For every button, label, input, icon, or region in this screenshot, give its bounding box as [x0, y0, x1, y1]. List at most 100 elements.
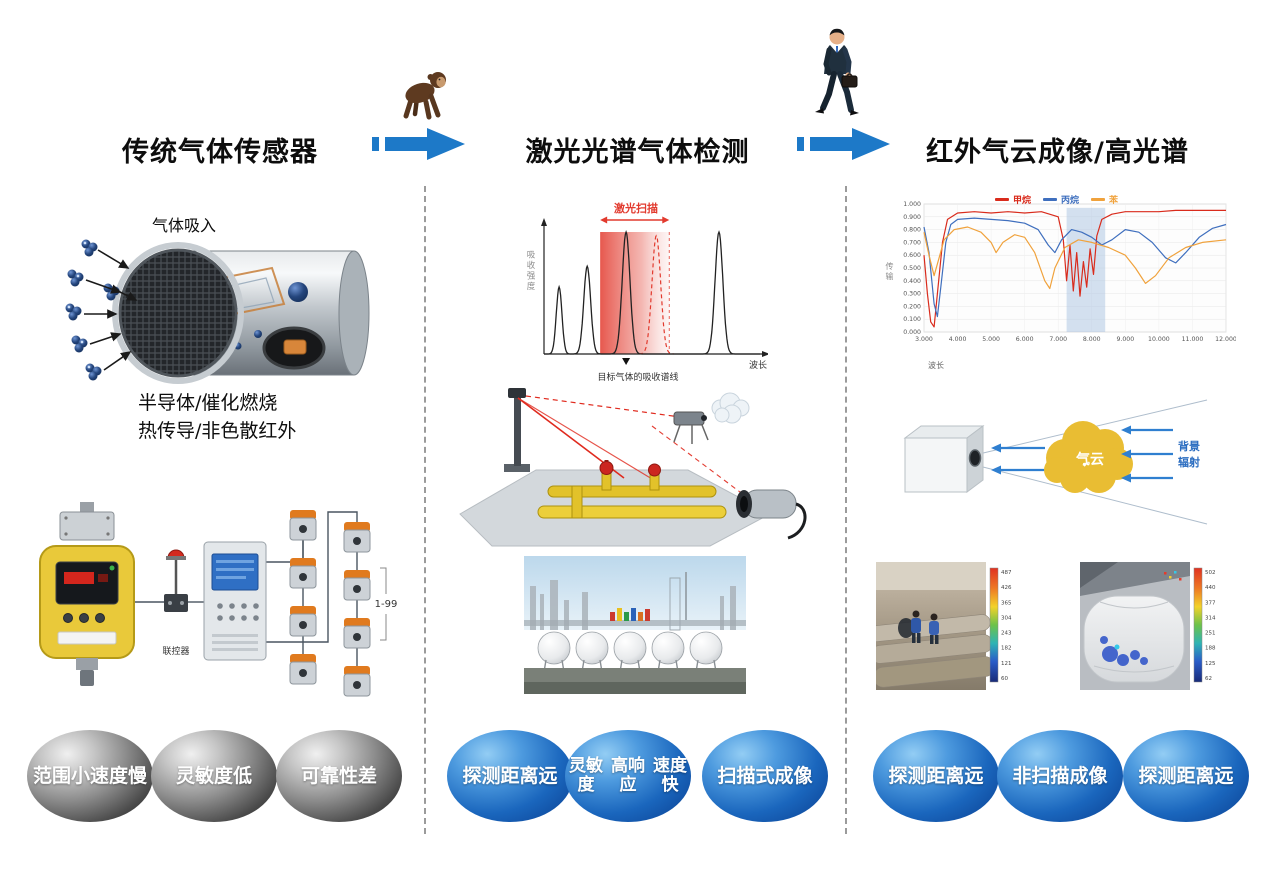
- worker-1: [911, 610, 921, 643]
- internal-element: [283, 339, 307, 355]
- background-radiation-label-line2: 辐射: [1178, 455, 1200, 469]
- control-panel: [203, 541, 267, 661]
- advantage-bubble: 灵敏度高响应速度快: [565, 730, 691, 822]
- svg-text:0.300: 0.300: [903, 291, 921, 298]
- svg-text:502: 502: [1205, 570, 1216, 576]
- svg-text:0.500: 0.500: [903, 265, 921, 272]
- svg-text:6.000: 6.000: [1016, 336, 1034, 343]
- arrow-stripe: [797, 137, 804, 151]
- panel-screen: [211, 553, 259, 591]
- legend-item: 苯: [1091, 193, 1118, 206]
- chart-legend: 甲烷 丙烷 苯: [995, 193, 1118, 206]
- camera-cable: [787, 502, 807, 540]
- laser-pole: [504, 388, 530, 472]
- svg-text:0.400: 0.400: [903, 278, 921, 285]
- advantage-bubble: 探测距离远: [1123, 730, 1249, 822]
- sensor-cylinder: [112, 242, 370, 384]
- gas-molecules: [65, 239, 120, 381]
- svg-text:9.000: 9.000: [1116, 336, 1134, 343]
- transmission-axis-label: 传输: [885, 262, 894, 282]
- legend-label: 苯: [1109, 196, 1119, 206]
- foreground: [524, 682, 746, 694]
- briefcase: [841, 75, 858, 88]
- svg-text:62: 62: [1205, 676, 1212, 682]
- pipes: [537, 460, 727, 519]
- svg-text:243: 243: [1001, 631, 1012, 637]
- svg-text:121: 121: [1001, 661, 1012, 667]
- valve: [648, 463, 661, 477]
- legend-label: 丙烷: [1061, 196, 1080, 206]
- svg-text:0.100: 0.100: [903, 316, 921, 323]
- gas-cloud-label: 气云: [1075, 451, 1104, 468]
- svg-text:12.000: 12.000: [1215, 336, 1236, 343]
- svg-text:440: 440: [1205, 585, 1216, 591]
- arrow-body: [385, 137, 427, 151]
- spherical-tanks: [537, 631, 723, 673]
- right-arrow-icon: [372, 128, 465, 160]
- temperature-colorbar: [989, 567, 999, 683]
- svg-text:251: 251: [1205, 631, 1216, 637]
- legend-item: 甲烷: [995, 193, 1031, 206]
- svg-text:304: 304: [1001, 615, 1012, 621]
- svg-text:3.000: 3.000: [915, 336, 933, 343]
- svg-text:0.800: 0.800: [903, 227, 921, 234]
- temperature-colorbar: [1193, 567, 1203, 683]
- advantage-bubble: 非扫描成像: [997, 730, 1123, 822]
- detector-chain-left: [289, 510, 317, 685]
- controller-label: 联控器: [162, 645, 189, 657]
- radiation-arrows-to-camera: [991, 443, 1045, 475]
- svg-text:182: 182: [1001, 646, 1012, 652]
- gas-detector-device: [39, 502, 135, 686]
- wavelength-axis-label: 波长: [928, 360, 944, 370]
- detector-range-label: 1-99: [375, 599, 398, 610]
- dark-corner: [1080, 562, 1118, 588]
- svg-text:426: 426: [1001, 585, 1012, 591]
- arrow-head: [852, 128, 890, 160]
- imaging-camera: [736, 489, 807, 540]
- svg-text:487: 487: [1001, 570, 1012, 576]
- worker-2: [929, 613, 939, 644]
- legend-swatch: [1091, 198, 1106, 201]
- svg-text:314: 314: [1205, 615, 1216, 621]
- hot-pixels: [1164, 571, 1182, 581]
- svg-text:10.000: 10.000: [1148, 336, 1170, 343]
- advantage-bubble: 探测距离远: [447, 730, 573, 822]
- svg-text:125: 125: [1205, 661, 1216, 667]
- intake-arrows: [84, 249, 138, 371]
- gas-cloud: [1044, 421, 1133, 493]
- title-traditional-sensor: 传统气体传感器: [122, 137, 318, 168]
- laser-detection-scene: [459, 388, 807, 547]
- absorption-axis-label: 吸收强度: [525, 250, 535, 292]
- title-infrared-gas-cloud: 红外气云成像/高光谱: [926, 137, 1189, 168]
- svg-text:0.600: 0.600: [903, 252, 921, 259]
- drawback-bubble: 灵敏度低: [151, 730, 277, 822]
- arrow-head: [427, 128, 465, 160]
- svg-text:5.000: 5.000: [982, 336, 1000, 343]
- laser-scan-label: 激光扫描: [614, 201, 658, 215]
- colorful-units: [610, 608, 650, 621]
- laser-absorption-spectrum-chart: 激光扫描 波长 目标气体的吸收谱线: [541, 201, 768, 383]
- refinery-photo: [524, 556, 746, 694]
- gas-plume: [711, 392, 750, 424]
- monkey-figure: [403, 72, 446, 120]
- detector-system-illustration: 联控器 1-99: [39, 502, 398, 697]
- right-arrow-icon: [797, 128, 890, 160]
- background-towers: [524, 572, 746, 631]
- svg-text:0.900: 0.900: [903, 214, 921, 221]
- legend-swatch: [995, 198, 1009, 201]
- tech-line-1: 半导体/催化燃烧: [138, 392, 278, 414]
- svg-text:377: 377: [1205, 600, 1216, 606]
- svg-text:1.000: 1.000: [903, 201, 921, 208]
- remote-sensor-and-plume: [673, 392, 750, 444]
- legend-swatch: [1043, 198, 1058, 201]
- svg-text:8.000: 8.000: [1083, 336, 1101, 343]
- svg-text:11.000: 11.000: [1182, 336, 1204, 343]
- businessman-figure: [815, 28, 859, 116]
- valve: [599, 461, 614, 475]
- dark-object: [898, 618, 914, 638]
- legend-label: 甲烷: [1013, 196, 1032, 206]
- target-absorption-line-label: 目标气体的吸收谱线: [597, 371, 678, 383]
